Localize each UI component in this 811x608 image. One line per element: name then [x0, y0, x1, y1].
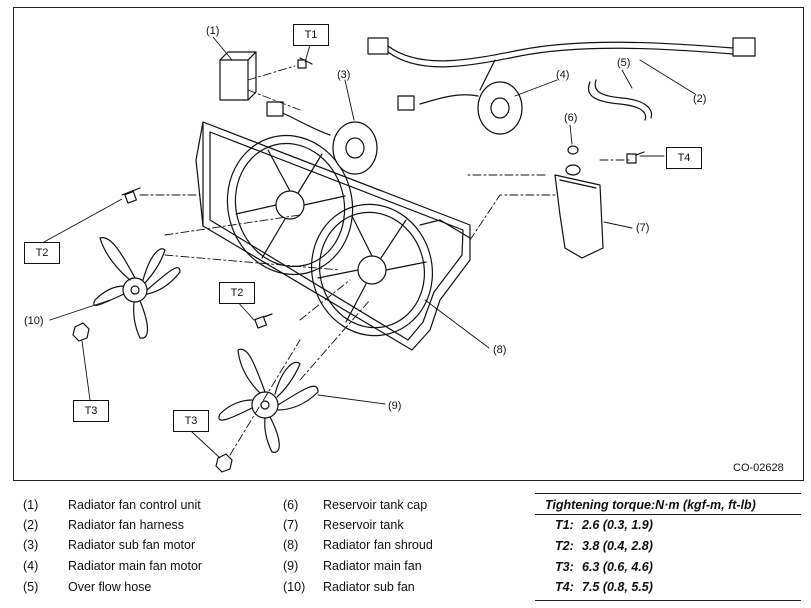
torque-key: T4: — [555, 580, 574, 594]
callout-8: (8) — [493, 344, 507, 356]
callout-4: (4) — [556, 69, 570, 81]
torque-table-header-rule — [535, 514, 801, 515]
torque-value: 2.6 (0.3, 1.9) — [582, 518, 653, 532]
legend-name: Radiator sub fan — [323, 580, 415, 594]
fasteners — [72, 57, 645, 473]
assembly-lines — [139, 65, 631, 456]
legend-num: (3) — [23, 538, 39, 552]
legend-name: Radiator sub fan motor — [68, 538, 196, 552]
legend-num: (7) — [283, 518, 299, 532]
radiator-fan-shroud — [195, 121, 471, 351]
legend-name: Reservoir tank — [323, 518, 404, 532]
legend-num: (4) — [23, 559, 39, 573]
callout-10: (10) — [24, 315, 44, 327]
figure-id: CO-02628 — [733, 462, 784, 474]
torque-key: T1: — [555, 518, 574, 532]
fan-harness — [367, 37, 756, 91]
torque-tag-t3-left: T3 — [73, 400, 109, 422]
torque-key: T2: — [555, 539, 574, 553]
legend-name: Radiator main fan — [323, 559, 422, 573]
legend-num: (5) — [23, 580, 39, 594]
legend-num: (2) — [23, 518, 39, 532]
torque-row-t2: T2: 3.8 (0.4, 2.8) — [555, 539, 653, 553]
radiator-main-fan — [218, 348, 319, 453]
torque-tag-t3-center: T3 — [173, 410, 209, 432]
callout-1: (1) — [206, 25, 220, 37]
leader-lines — [43, 36, 696, 459]
torque-row-t4: T4: 7.5 (0.8, 5.5) — [555, 580, 653, 594]
torque-row-t1: T1: 2.6 (0.3, 1.9) — [555, 518, 653, 532]
legend-name: Radiator fan harness — [68, 518, 185, 532]
callout-5: (5) — [617, 57, 631, 69]
callout-2: (2) — [693, 93, 707, 105]
callout-9: (9) — [388, 400, 402, 412]
fan-control-unit — [219, 51, 257, 101]
torque-value: 3.8 (0.4, 2.8) — [582, 539, 653, 553]
legend-num: (8) — [283, 538, 299, 552]
torque-tag-t1: T1 — [293, 24, 329, 46]
sub-fan-motor — [266, 101, 378, 175]
torque-table-top-rule — [535, 493, 801, 494]
overflow-hose — [587, 79, 653, 121]
callout-7: (7) — [636, 222, 650, 234]
torque-tag-t2-left: T2 — [24, 242, 60, 264]
legend-name: Over flow hose — [68, 580, 152, 594]
callout-6: (6) — [564, 112, 578, 124]
legend-num: (9) — [283, 559, 299, 573]
radiator-sub-fan — [93, 237, 181, 339]
legend-num: (10) — [283, 580, 306, 594]
main-fan-motor — [397, 81, 523, 135]
legend-num: (6) — [283, 498, 299, 512]
reservoir-tank-cap — [565, 145, 581, 176]
legend-name: Radiator fan shroud — [323, 538, 433, 552]
callout-3: (3) — [337, 69, 351, 81]
torque-tag-t4: T4 — [666, 147, 702, 169]
legend-num: (1) — [23, 498, 39, 512]
torque-table-bottom-rule — [535, 600, 801, 601]
torque-value: 6.3 (0.6, 4.6) — [582, 560, 653, 574]
legend-name: Radiator fan control unit — [68, 498, 201, 512]
torque-tag-t2-center: T2 — [219, 282, 255, 304]
torque-value: 7.5 (0.8, 5.5) — [582, 580, 653, 594]
torque-table-title: Tightening torque:N·m (kgf-m, ft-lb) — [545, 498, 756, 512]
diagram-frame — [13, 7, 804, 481]
legend-name: Radiator main fan motor — [68, 559, 203, 573]
legend-name: Reservoir tank cap — [323, 498, 428, 512]
torque-row-t3: T3: 6.3 (0.6, 4.6) — [555, 560, 653, 574]
torque-key: T3: — [555, 560, 574, 574]
reservoir-tank — [554, 174, 604, 259]
